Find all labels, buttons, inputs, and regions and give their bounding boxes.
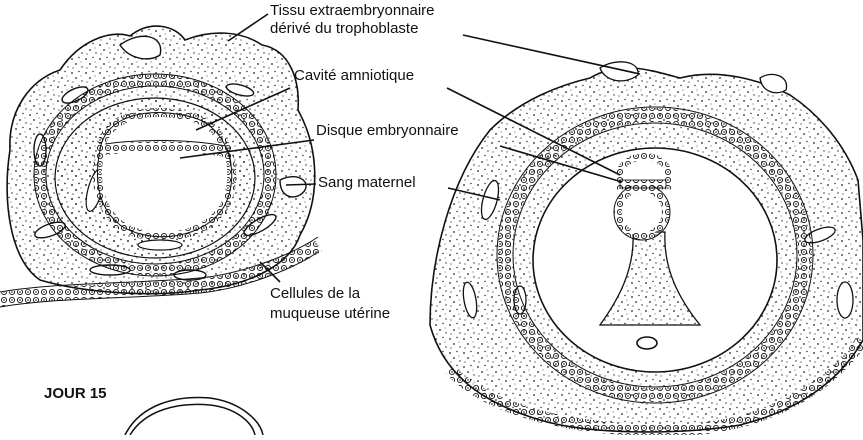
left-amniotic-vesicle: [97, 113, 231, 237]
label-tissu-line2: dérivé du trophoblaste: [270, 20, 418, 37]
right-embryo: [430, 62, 863, 432]
label-day: JOUR 15: [44, 385, 107, 402]
label-cavite-amniotique: Cavité amniotique: [294, 67, 414, 84]
label-cellules-line1: Cellules de la: [270, 285, 360, 302]
label-cellules-line2: muqueuse utérine: [270, 305, 390, 322]
next-stage-fragment: [125, 397, 263, 435]
label-sang-maternel: Sang maternel: [318, 174, 416, 191]
right-yolk-sac: [618, 188, 666, 236]
left-embryo: [0, 26, 318, 307]
label-tissu-line1: Tissu extraembryonnaire: [270, 2, 435, 19]
label-disque-embryonnaire: Disque embryonnaire: [316, 122, 459, 139]
right-embryonic-disc: [620, 180, 666, 188]
left-embryonic-disc: [105, 146, 225, 152]
